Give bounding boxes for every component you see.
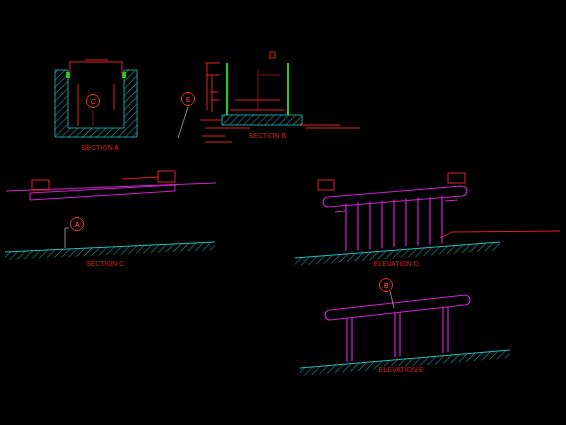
view-title: SECTION B — [247, 132, 287, 139]
baluster — [369, 202, 370, 250]
callout-letter: C — [90, 98, 95, 105]
callout-bubble: E — [181, 92, 195, 106]
baluster — [417, 198, 418, 246]
baluster — [429, 197, 430, 245]
baluster — [405, 199, 406, 247]
callout-bubble: B — [379, 278, 393, 292]
callout-bubble: C — [86, 94, 100, 108]
baluster — [393, 200, 394, 248]
section-a-channel — [55, 60, 137, 137]
elevation-d-railing — [295, 173, 560, 266]
baluster — [357, 203, 358, 251]
callout-letter: B — [384, 282, 389, 289]
baluster — [381, 201, 382, 249]
callout-letter: A — [75, 221, 80, 228]
view-title: ELEVATION E — [378, 366, 425, 373]
section-c-ramp — [5, 171, 216, 260]
callout-letter: E — [186, 96, 191, 103]
view-title: SECTION C — [85, 260, 125, 267]
view-title: SECTION A — [80, 144, 119, 151]
callout-bubble: A — [70, 217, 84, 231]
elevation-e-railing — [300, 291, 510, 376]
section-b-detail — [178, 52, 360, 142]
view-title: ELEVATION D — [372, 260, 419, 267]
baluster — [345, 204, 346, 251]
